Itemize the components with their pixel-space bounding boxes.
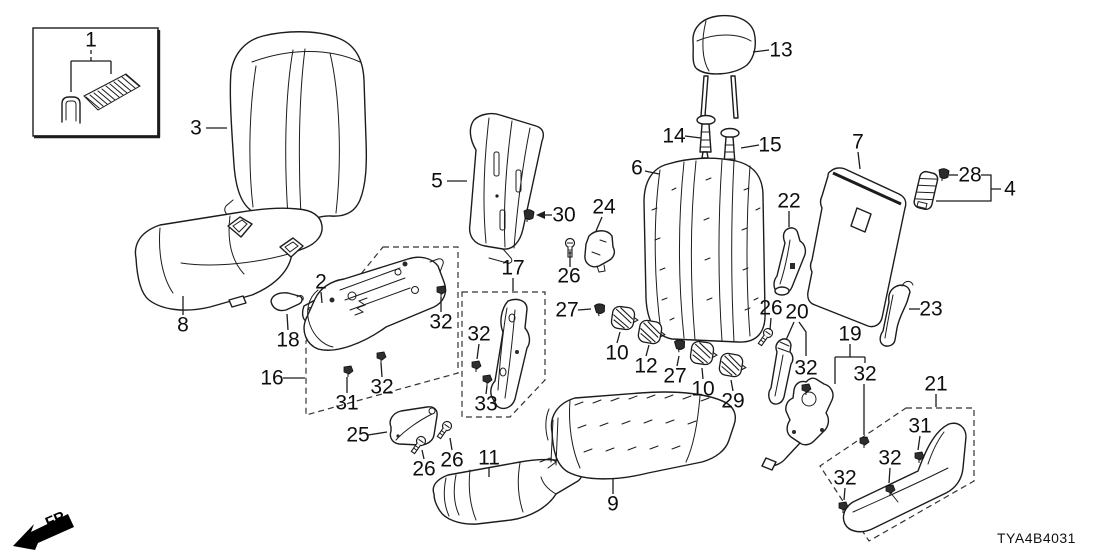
seat-back-board: [807, 167, 907, 328]
pin-32-frame16-left: [376, 351, 387, 364]
narrow-trim-20: [768, 338, 794, 405]
callout-10-b[interactable]: 10: [691, 378, 714, 401]
center-back-panel: [468, 112, 545, 264]
callout-25[interactable]: 25: [346, 424, 369, 447]
diagram-code: TYA4B4031: [997, 530, 1076, 546]
callout-5[interactable]: 5: [431, 170, 443, 193]
callout-8[interactable]: 8: [177, 314, 189, 337]
side-trim-21: [842, 422, 967, 533]
callout-28[interactable]: 28: [958, 164, 981, 187]
callout-24[interactable]: 24: [592, 196, 616, 219]
pin-32-cover17: [471, 360, 482, 373]
hinge-frame-19: [761, 377, 834, 471]
callout-29[interactable]: 29: [721, 390, 744, 413]
callout-32-g[interactable]: 32: [833, 467, 856, 490]
callout-26-c[interactable]: 26: [440, 449, 463, 472]
front-arrow-icon: [13, 514, 74, 550]
seat-back-cover: [224, 31, 368, 221]
callout-16[interactable]: 16: [260, 367, 283, 390]
callout-20[interactable]: 20: [785, 301, 808, 324]
side-bracket-23: [879, 280, 914, 347]
center-lower-cover-11: [432, 457, 583, 525]
staple-parts: [61, 73, 141, 124]
callout-26-b[interactable]: 26: [412, 458, 435, 481]
callout-15[interactable]: 15: [758, 134, 781, 157]
front-direction-indicator: FR.: [13, 507, 74, 550]
headrest-guide-14: [696, 114, 716, 159]
bracket-cover-25: [389, 406, 438, 446]
callout-32-e[interactable]: 32: [853, 363, 876, 386]
seat-cushion-pad-9: [545, 391, 737, 480]
callout-22[interactable]: 22: [777, 190, 800, 213]
latch-assembly: [913, 170, 939, 211]
callout-10-a[interactable]: 10: [605, 342, 628, 365]
pin-32-frame19: [859, 436, 870, 449]
trim-21-dashed-box: [819, 407, 975, 542]
screw-26-c: [434, 419, 454, 441]
callout-18[interactable]: 18: [276, 329, 299, 352]
callout-32-a[interactable]: 32: [370, 376, 393, 399]
callout-32-d[interactable]: 32: [794, 357, 817, 380]
callout-17[interactable]: 17: [501, 257, 524, 280]
callout-2[interactable]: 2: [315, 271, 327, 294]
latch-cover-10-left: [609, 304, 641, 332]
small-cover-18: [270, 292, 304, 312]
callout-21[interactable]: 21: [924, 373, 947, 396]
callout-31-b[interactable]: 31: [908, 415, 931, 438]
seat-cushion-cover: [134, 207, 323, 311]
callout-11[interactable]: 11: [478, 447, 500, 470]
latch-cover-29: [717, 351, 749, 380]
headrest: [692, 14, 756, 119]
callout-33[interactable]: 33: [474, 393, 497, 416]
staple-detail-box: [32, 27, 161, 139]
recliner-cover-17: [490, 298, 531, 410]
callout-26-d[interactable]: 26: [759, 297, 782, 320]
small-cover-24: [584, 230, 616, 273]
callout-3[interactable]: 3: [190, 117, 202, 140]
clip-27-right: [673, 338, 687, 354]
callout-7[interactable]: 7: [852, 131, 864, 154]
center-bracket: [773, 227, 807, 296]
clip-28: [938, 168, 950, 182]
pin-31-frame16: [343, 365, 354, 378]
callout-12[interactable]: 12: [634, 355, 657, 378]
callout-32-c[interactable]: 32: [467, 323, 490, 346]
callout-32-f[interactable]: 32: [878, 447, 901, 470]
seat-frame-16: [303, 256, 447, 351]
callout-1[interactable]: 1: [85, 29, 97, 52]
callout-4[interactable]: 4: [1004, 178, 1016, 201]
callout-27-b[interactable]: 27: [663, 365, 686, 388]
clip-27-left: [593, 302, 607, 318]
callout-19[interactable]: 19: [838, 323, 861, 346]
callout-13[interactable]: 13: [769, 39, 792, 62]
callout-9[interactable]: 9: [607, 493, 619, 516]
callout-23[interactable]: 23: [919, 298, 942, 321]
arrow-30: [536, 211, 545, 219]
cover-17-dashed-box: [461, 291, 546, 418]
callout-32-b[interactable]: 32: [429, 311, 452, 334]
callout-27-a[interactable]: 27: [555, 299, 578, 322]
callout-6[interactable]: 6: [631, 157, 643, 180]
leader-lines: [70, 49, 1001, 501]
seat-back-pad: [643, 157, 766, 343]
latch-cover-10-right: [688, 339, 720, 367]
pin-33-cover17: [482, 374, 493, 387]
callout-31-a[interactable]: 31: [335, 392, 358, 415]
callout-30[interactable]: 30: [552, 204, 575, 227]
callout-26-a[interactable]: 26: [557, 265, 580, 288]
callout-14[interactable]: 14: [662, 125, 686, 148]
